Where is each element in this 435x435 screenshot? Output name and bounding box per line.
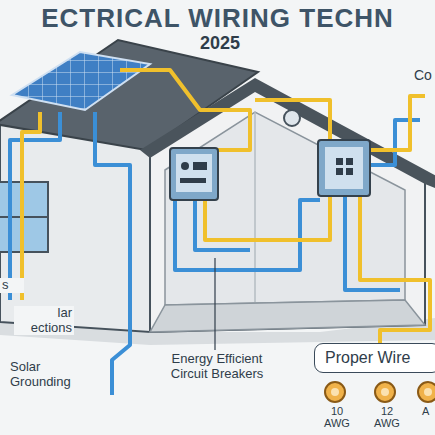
callout-label: lar ections xyxy=(14,306,74,335)
breaker-panel xyxy=(170,148,218,200)
solar-panel xyxy=(12,52,150,110)
gauge-label: A xyxy=(420,405,435,417)
gauge-label: 12 AWG xyxy=(368,405,406,430)
box-heading: Proper Wire xyxy=(325,349,430,367)
breaker-panel xyxy=(318,140,370,196)
callout-label: Solar Grounding xyxy=(8,360,102,389)
cut-label: Co xyxy=(412,68,435,84)
gauge-label: 10 AWG xyxy=(318,405,356,430)
subtitle: 2025 xyxy=(188,33,252,53)
cut-label: s xyxy=(0,278,24,293)
wire-gauge-ring xyxy=(325,382,435,402)
leader-line xyxy=(214,258,215,350)
yellow-wire xyxy=(22,70,430,343)
leader-line xyxy=(111,360,113,395)
callout-label: Energy Efficient Circuit Breakers xyxy=(160,352,274,381)
title: ECTRICAL WIRING TECHN xyxy=(0,4,435,33)
interior-wall xyxy=(165,112,405,305)
meter xyxy=(284,110,300,126)
legend-box: Proper Wire xyxy=(314,343,435,373)
interior-floor xyxy=(150,300,425,332)
